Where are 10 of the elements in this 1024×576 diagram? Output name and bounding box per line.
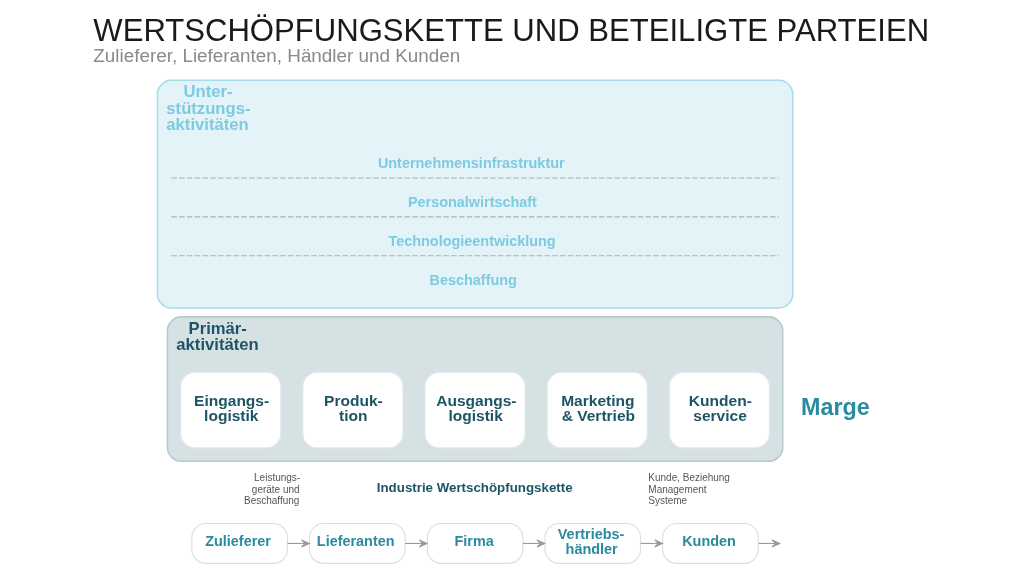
label: Marge: [801, 393, 870, 420]
label: Industrie Wertschöpfungskette: [376, 480, 573, 496]
label: Kunde, Beziehung Management Systeme: [648, 472, 730, 506]
node-text: Technologieentwicklung: [388, 232, 556, 249]
label: Leistungs- geräte und Beschaffung: [244, 472, 301, 506]
node-text: Unternehmensinfrastruktur: [377, 154, 565, 171]
diagram-title: WERTSCHÖPFUNGSKETTE UND BETEILIGTE PARTEIEN: [93, 12, 930, 48]
node-text: Beschaffung: [429, 271, 517, 288]
caption: Zulieferer, Lieferanten, Händler und Kunden: [93, 45, 461, 67]
node-text: Personalwirtschaft: [407, 193, 537, 210]
